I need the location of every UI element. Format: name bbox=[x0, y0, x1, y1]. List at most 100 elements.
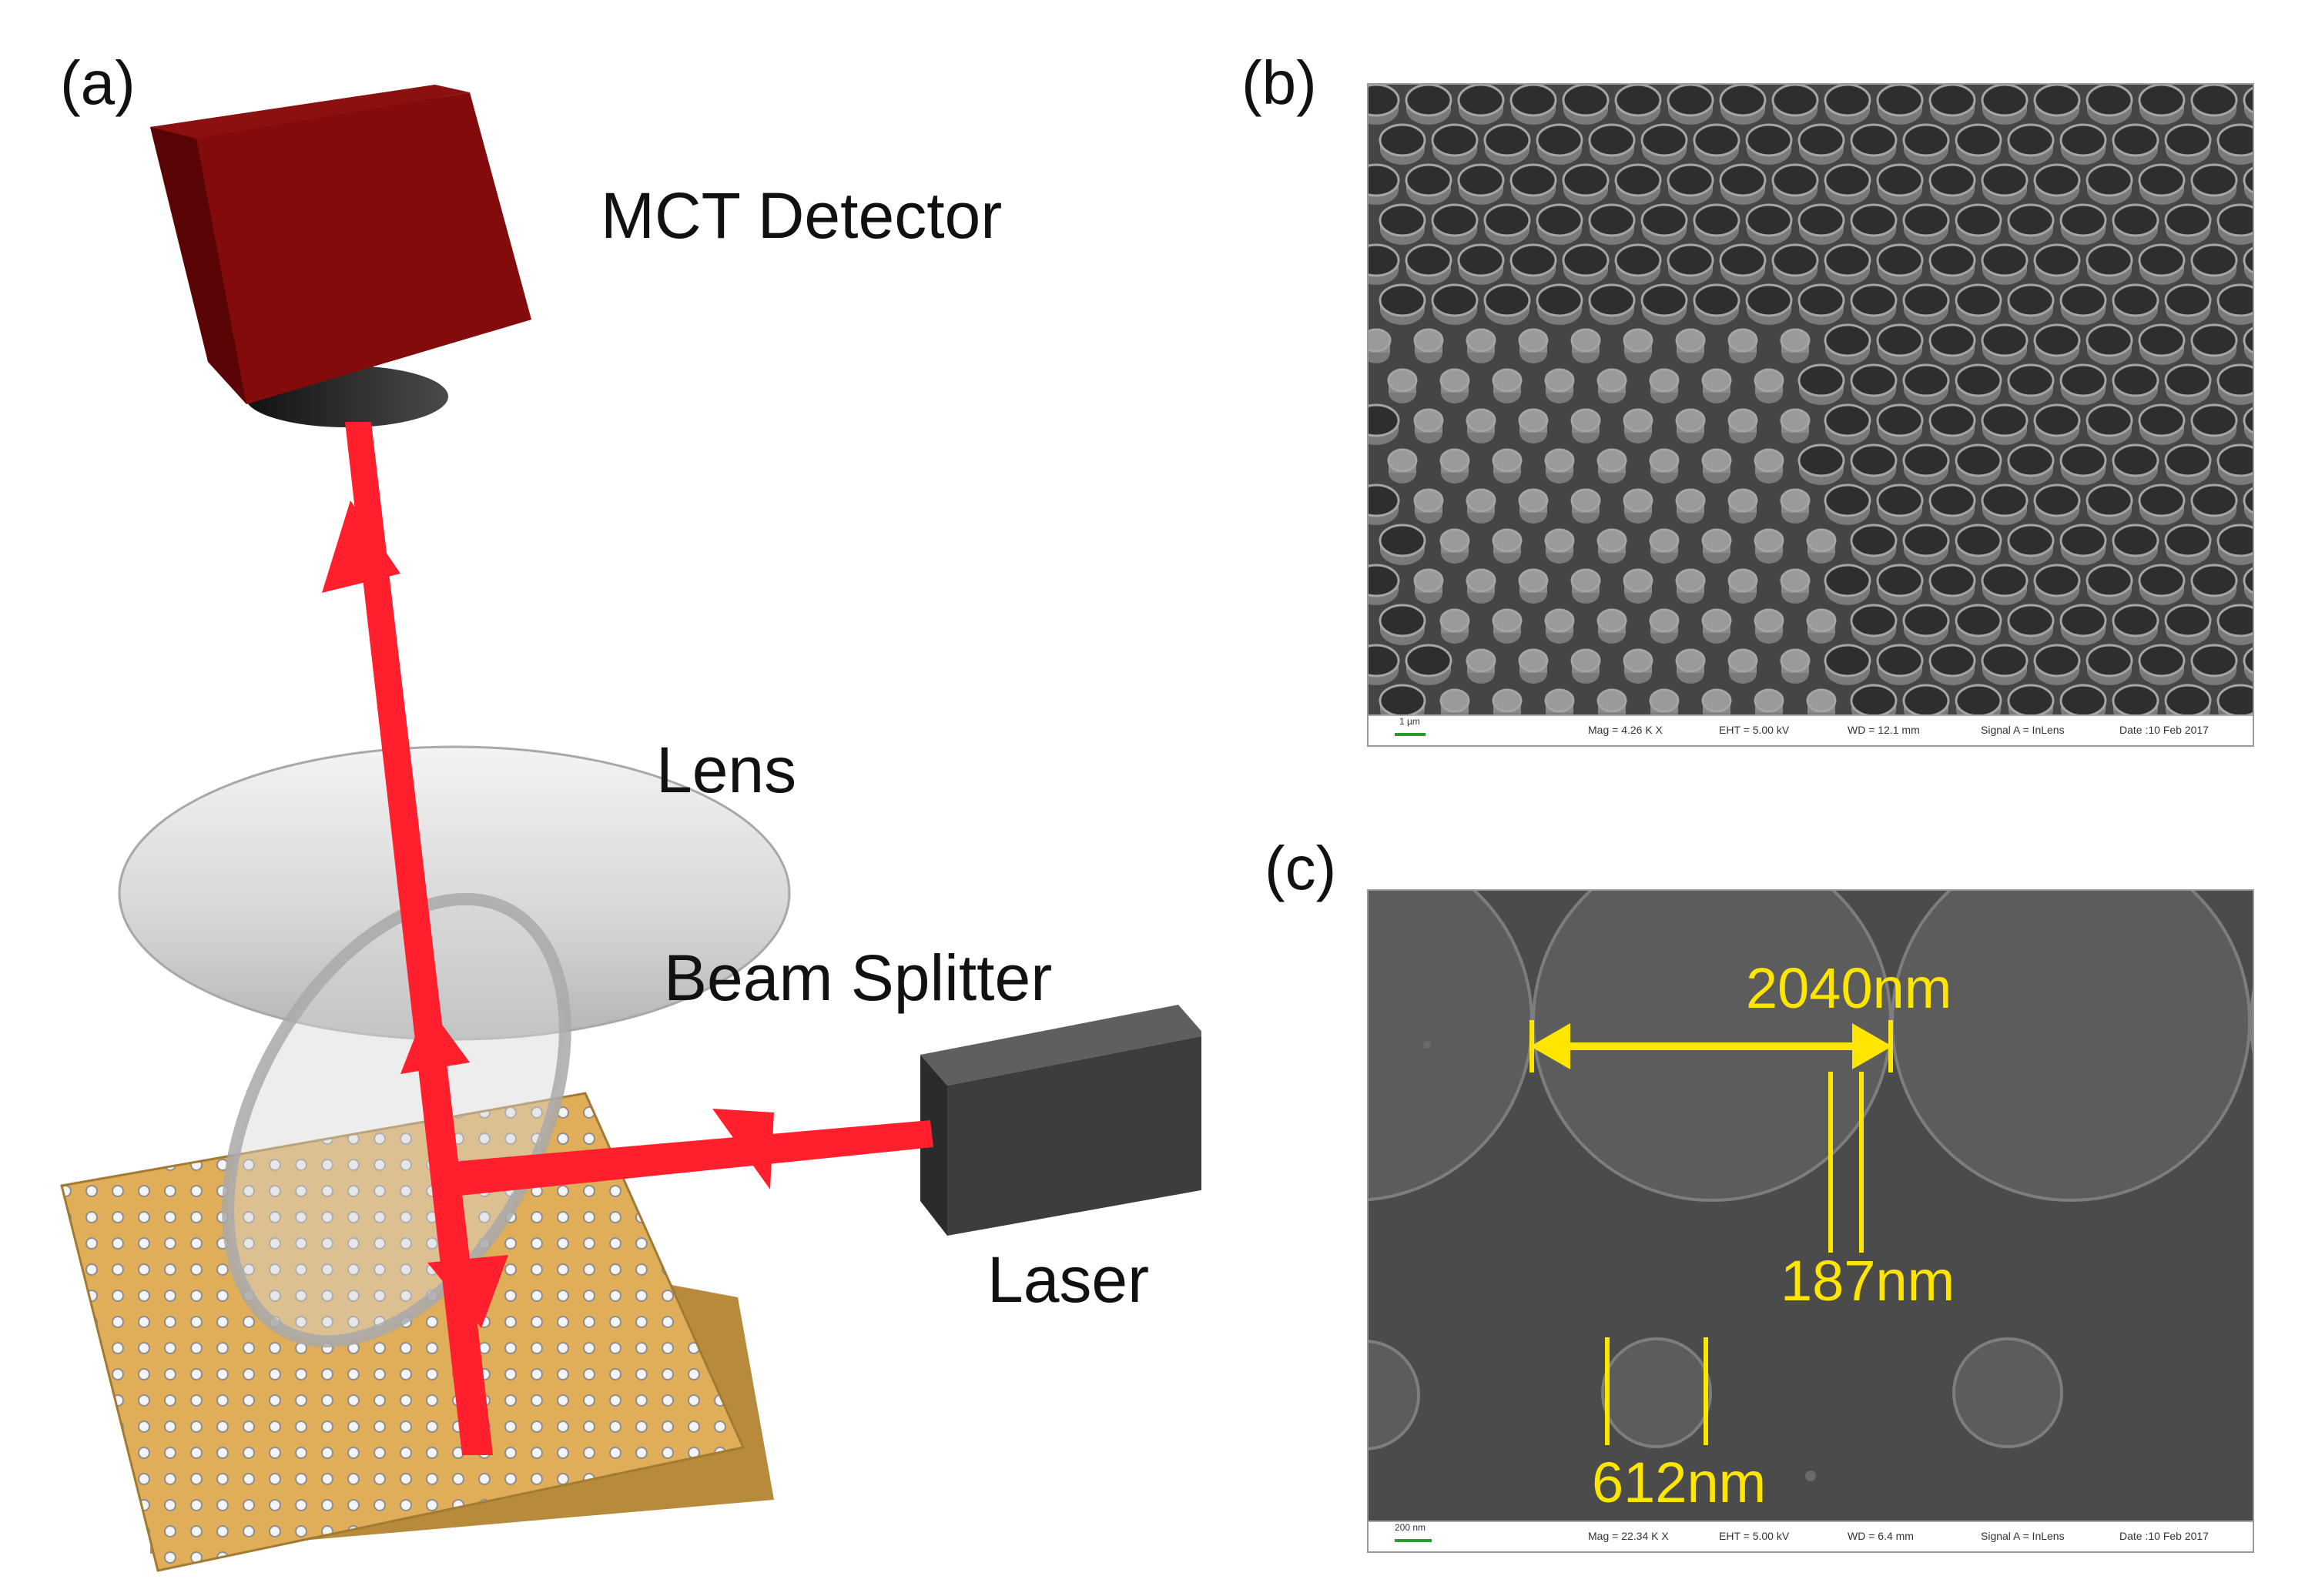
sem-large-pillar bbox=[1369, 403, 1400, 437]
signal-b: Signal A = InLens bbox=[1981, 724, 2065, 736]
sem-large-pillar bbox=[1745, 203, 1793, 237]
panel-label-a: (a) bbox=[60, 49, 136, 117]
sem-large-pillar bbox=[1588, 123, 1636, 157]
sem-large-pillar bbox=[1902, 203, 1950, 237]
sem-small-pillar bbox=[1596, 528, 1627, 553]
sem-large-pillar bbox=[2059, 684, 2107, 716]
dimension-markers bbox=[1529, 1020, 1893, 1445]
sem-large-pillar bbox=[2086, 483, 2133, 517]
sem-large-pillar bbox=[1431, 203, 1479, 237]
sem-large-pillar bbox=[2007, 524, 2055, 557]
sem-large-pillar bbox=[1928, 483, 1976, 517]
sem-large-pillar bbox=[1405, 163, 1452, 197]
sem-small-pillar bbox=[1623, 328, 1653, 353]
small-pillar-2 bbox=[1952, 1337, 2063, 1448]
small-pillar-1 bbox=[1601, 1337, 1712, 1448]
sem-large-pillar bbox=[1981, 483, 2029, 517]
sem-large-pillar bbox=[1928, 644, 1976, 678]
sem-small-pillar bbox=[1387, 448, 1418, 473]
sem-large-pillar bbox=[2190, 483, 2238, 517]
sem-small-pillar bbox=[1675, 488, 1706, 513]
sem-large-pillar bbox=[1369, 483, 1400, 517]
sem-large-pillar bbox=[2190, 323, 2238, 357]
sem-large-pillar bbox=[1902, 363, 1950, 397]
scale-label-b: 1 µm bbox=[1399, 716, 1420, 727]
sem-small-pillar bbox=[1675, 408, 1706, 433]
sem-small-pillar bbox=[1701, 608, 1732, 633]
sem-large-pillar bbox=[1771, 163, 1819, 197]
sem-large-pillar bbox=[2033, 644, 2081, 678]
sem-large-pillar bbox=[1536, 283, 1583, 317]
sem-large-pillar bbox=[1562, 85, 1610, 117]
pillar-array-tilted-view bbox=[1369, 85, 2253, 716]
sem-small-pillar bbox=[1780, 328, 1811, 353]
sem-small-pillar bbox=[1727, 648, 1758, 673]
sem-large-pillar bbox=[2138, 323, 2186, 357]
sem-large-pillar bbox=[1719, 163, 1767, 197]
sem-large-pillar bbox=[1850, 283, 1898, 317]
sem-large-pillar bbox=[2243, 407, 2253, 434]
sem-small-pillar bbox=[1701, 528, 1732, 553]
sem-small-pillar bbox=[1413, 408, 1444, 433]
sem-large-pillar bbox=[1876, 85, 1924, 117]
sem-small-pillar bbox=[1623, 568, 1653, 593]
sem-small-pillar bbox=[1754, 368, 1784, 393]
sem-large-pillar bbox=[1369, 644, 1400, 678]
sem-large-pillar bbox=[2190, 163, 2238, 197]
sem-large-pillar bbox=[1955, 283, 2002, 317]
sem-small-pillar bbox=[1754, 448, 1784, 473]
sem-small-pillar bbox=[1413, 568, 1444, 593]
sem-large-pillar bbox=[2086, 564, 2133, 597]
sem-large-pillar bbox=[2190, 85, 2238, 117]
sem-large-pillar bbox=[2164, 123, 2212, 157]
date-c: Date :10 Feb 2017 bbox=[2119, 1530, 2209, 1542]
sem-large-pillar bbox=[1902, 604, 1950, 637]
sem-small-pillar bbox=[1596, 688, 1627, 713]
sem-large-pillar bbox=[1509, 163, 1557, 197]
sem-large-pillar bbox=[2007, 684, 2055, 716]
sem-large-pillar bbox=[1902, 524, 1950, 557]
sem-large-pillar bbox=[2112, 443, 2159, 477]
sem-large-pillar bbox=[1771, 243, 1819, 277]
sem-large-pillar bbox=[2216, 283, 2253, 317]
sem-large-pillar bbox=[2007, 443, 2055, 477]
sem-large-pillar bbox=[1797, 443, 1845, 477]
sem-small-pillar bbox=[1518, 568, 1549, 593]
sem-large-pillar bbox=[2243, 487, 2253, 514]
sem-small-pillar bbox=[1387, 368, 1418, 393]
signal-c: Signal A = InLens bbox=[1981, 1530, 2065, 1542]
sem-large-pillar bbox=[1379, 604, 1426, 637]
sem-large-pillar bbox=[2033, 403, 2081, 437]
sem-large-pillar bbox=[2138, 483, 2186, 517]
large-pillar-right-edge bbox=[2250, 989, 2253, 1055]
laser-box bbox=[920, 1005, 1201, 1236]
sem-small-pillar bbox=[1492, 368, 1523, 393]
sem-small-pillar bbox=[1544, 608, 1575, 633]
sem-large-pillar bbox=[1379, 524, 1426, 557]
sem-large-pillar bbox=[1876, 323, 1924, 357]
sem-large-pillar bbox=[2059, 283, 2107, 317]
sem-large-pillar bbox=[1981, 564, 2029, 597]
sem-small-pillar bbox=[1439, 448, 1470, 473]
sem-large-pillar bbox=[1824, 323, 1871, 357]
sem-large-pillar bbox=[1928, 403, 1976, 437]
mag-c: Mag = 22.34 K X bbox=[1588, 1530, 1669, 1542]
sem-large-pillar bbox=[1955, 524, 2002, 557]
small-pillar-left-edge bbox=[1369, 1340, 1420, 1450]
sem-large-pillar bbox=[1536, 123, 1583, 157]
sem-large-pillar bbox=[2033, 163, 2081, 197]
sem-large-pillar bbox=[1693, 123, 1740, 157]
sem-large-pillar bbox=[1876, 403, 1924, 437]
sem-large-pillar bbox=[2033, 483, 2081, 517]
date-b: Date :10 Feb 2017 bbox=[2119, 724, 2209, 736]
sem-small-pillar bbox=[1492, 608, 1523, 633]
sem-large-pillar bbox=[1693, 203, 1740, 237]
sem-large-pillar bbox=[2164, 684, 2212, 716]
sem-small-pillar bbox=[1727, 408, 1758, 433]
sem-large-pillar bbox=[1902, 684, 1950, 716]
sem-large-pillar bbox=[2138, 644, 2186, 678]
scale-bar-c bbox=[1395, 1539, 1432, 1542]
sem-large-pillar bbox=[1955, 203, 2002, 237]
sem-large-pillar bbox=[2086, 644, 2133, 678]
sem-large-pillar bbox=[1405, 243, 1452, 277]
